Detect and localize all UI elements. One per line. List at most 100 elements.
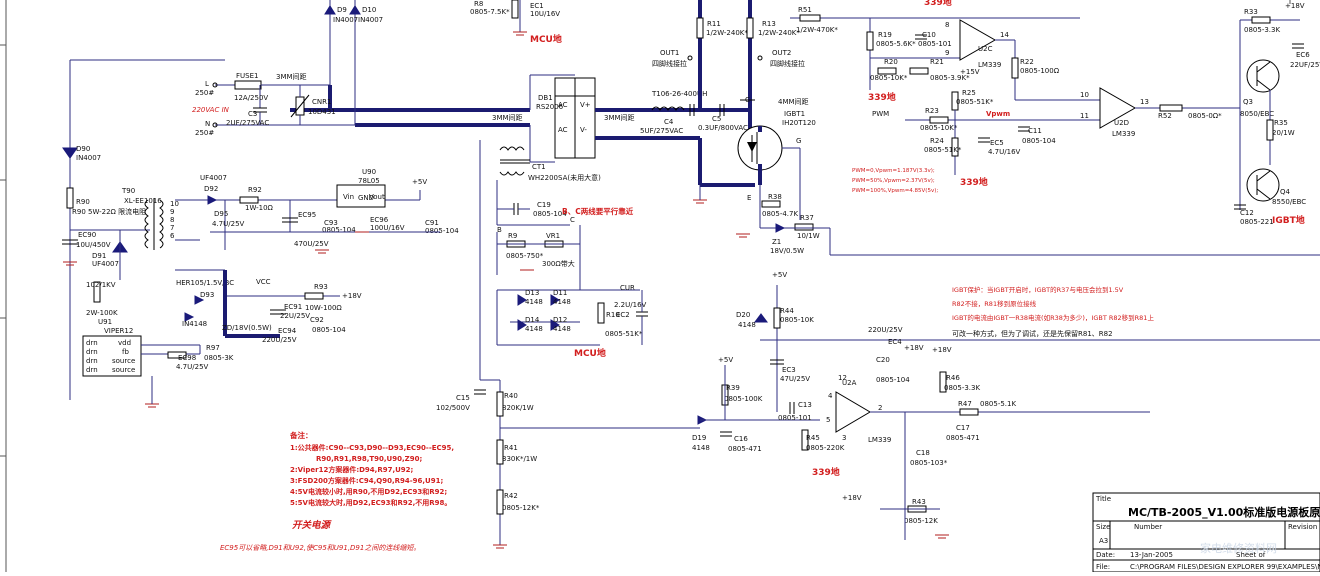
note-3: 3:FSD200方案器件:C94,Q90,R94-96,U91; bbox=[290, 476, 443, 485]
note-5: 5:5V电流较大时,用D92,EC93和R92,不用R98。 bbox=[290, 498, 451, 507]
d93-ref: D93 bbox=[200, 291, 214, 299]
r97-val: 0805-3K bbox=[204, 354, 234, 362]
c13-ref: C13 bbox=[798, 401, 812, 409]
r39-val: 0805-100K bbox=[724, 395, 763, 403]
gap1: 3MM间距 bbox=[276, 73, 307, 81]
d90-ref: D90 bbox=[76, 145, 90, 153]
d94-val: ZD/18V(0.5W) bbox=[222, 324, 272, 332]
r41-ref: R41 bbox=[504, 444, 518, 452]
igbt-emitter-label: E bbox=[747, 194, 751, 202]
cnr-ref: CNR1 bbox=[312, 98, 331, 106]
ec91-val: 22U/25V bbox=[280, 312, 310, 320]
r92-ref: R92 bbox=[248, 186, 262, 194]
pwm-note-1: PWM=0,Vpwm=1.187V(3.3v); bbox=[852, 168, 935, 174]
c19-ref: C19 bbox=[537, 201, 551, 209]
cnr-val: 10D431 bbox=[308, 108, 336, 116]
note-igbt-1: IGBT保护：当IGBT开启时，IGBT的R37与电压会拉到1.5V bbox=[952, 285, 1124, 294]
ec98-ref: EC98 bbox=[178, 354, 196, 362]
ec95-ref: EC95 bbox=[298, 211, 316, 219]
u2a-pin3: 3 bbox=[842, 434, 846, 442]
u91-val: VIPER12 bbox=[104, 327, 133, 335]
gap2: 3MM间距 bbox=[492, 114, 523, 122]
c19-val: 0805-104 bbox=[533, 210, 567, 218]
c15-val: 102/500V bbox=[436, 404, 470, 412]
c11-ref: C11 bbox=[1028, 127, 1042, 135]
r40-ref: R40 bbox=[504, 392, 518, 400]
u91-pin-source2: source bbox=[112, 366, 135, 374]
protection-comparator: D19 4148 +5V R39 0805-100K C16 0805-471 … bbox=[692, 271, 1320, 540]
ct-b-label: B bbox=[497, 226, 502, 234]
d9-diode bbox=[324, 5, 336, 15]
c91-ref: C91 bbox=[425, 219, 439, 227]
u2a-pin5: 5 bbox=[826, 416, 830, 424]
d14-val: 4148 bbox=[525, 325, 543, 333]
db1-pin-vm: V- bbox=[580, 126, 587, 134]
u90-vin: Vin bbox=[343, 193, 354, 201]
u2c-pin8: 8 bbox=[945, 21, 949, 29]
r8-ref: R8 bbox=[474, 0, 483, 8]
u91-pin-drn3: drn bbox=[86, 357, 98, 365]
c15-ref: C15 bbox=[456, 394, 470, 402]
choke-ref: T106-26-400UH bbox=[651, 90, 707, 98]
r90-ref: R90 bbox=[76, 198, 90, 206]
out2-desc: 四脚线接拉 bbox=[770, 59, 805, 68]
u2c-v15: +15V bbox=[960, 68, 980, 76]
ec90-ref: EC90 bbox=[78, 231, 96, 239]
d95-ref: D95 bbox=[214, 210, 228, 218]
d20-ref: D20 bbox=[736, 311, 750, 319]
c12-val: 0805-221 bbox=[1240, 218, 1274, 226]
u2a-pin2: 2 bbox=[878, 404, 882, 412]
vpwm-label: Vpwm bbox=[986, 110, 1010, 118]
title-block: Title MC/TB-2005_V1.00标准版电源板原 Size A3 Nu… bbox=[1092, 492, 1320, 573]
N-conn: 250# bbox=[195, 129, 214, 137]
t90-pin7: 7 bbox=[170, 224, 174, 232]
u91-viper12 bbox=[82, 335, 142, 377]
fuse-ref: FUSE1 bbox=[236, 72, 258, 80]
r10-val: 0805-51K* bbox=[605, 330, 643, 338]
r93-ref: R93 bbox=[314, 283, 328, 291]
voltage-divider: C15 102/500V R40 820K/1W R41 330K*/1W R4… bbox=[436, 140, 700, 549]
r20-val: 0805-10K* bbox=[870, 74, 908, 82]
watermark-text: 家电维修资料网 bbox=[1200, 541, 1277, 555]
out2-label: OUT2 bbox=[772, 49, 791, 57]
r52-ref: R52 bbox=[1158, 112, 1172, 120]
u90-vout: Vout bbox=[369, 193, 385, 201]
current-transformer: CT1 WH2200SA(未用大意) C19 0805-104 B、C两线要平行… bbox=[496, 146, 634, 290]
cur-label: CUR bbox=[620, 284, 635, 292]
comp2-v18b: +18V bbox=[904, 344, 924, 352]
gnd-339-c: 339地 bbox=[960, 176, 988, 188]
q4-transistor bbox=[1246, 168, 1280, 202]
d90-val: IN4007 bbox=[76, 154, 101, 162]
r11-ref: R11 bbox=[707, 20, 721, 28]
sense-comparator: R51 1/2W-470K* R19 0805-5.6K* C10 0805-1… bbox=[790, 0, 1100, 194]
u2c-pin14: 14 bbox=[1000, 31, 1009, 39]
r35-ref: R35 bbox=[1274, 119, 1288, 127]
d91-val: UF4007 bbox=[92, 260, 119, 268]
ec4-val: 220U/25V bbox=[868, 326, 903, 334]
aux-v18: +18V bbox=[342, 292, 362, 300]
psu-note: EC95可以省略,D91和U92,使C95和U91,D91之间的连线缩短。 bbox=[220, 544, 420, 552]
r52-val: 0805-0Ω* bbox=[1188, 112, 1222, 120]
r92-val: 1W-10Ω bbox=[245, 204, 274, 212]
notes-title: 备注： bbox=[289, 430, 313, 440]
d19-ref: D19 bbox=[692, 434, 706, 442]
r21-ref: R21 bbox=[930, 58, 944, 66]
c20-ref: C20 bbox=[876, 356, 890, 364]
q3-transistor bbox=[1246, 59, 1280, 93]
ec98-val: 4.7U/25V bbox=[176, 363, 209, 371]
u2c-val: LM339 bbox=[978, 61, 1001, 69]
t90-pin6: 6 bbox=[170, 232, 175, 240]
ec5-val: 4.7U/16V bbox=[988, 148, 1021, 156]
r43-ref: R43 bbox=[912, 498, 926, 506]
u90-val: 78L05 bbox=[358, 177, 380, 185]
gnd-339-a: 339地 bbox=[868, 91, 896, 103]
ec3-ref: EC3 bbox=[782, 366, 796, 374]
d13-val: 4148 bbox=[525, 298, 543, 306]
u2c-opamp bbox=[959, 19, 997, 61]
r51-ref: R51 bbox=[798, 6, 812, 14]
c16-val: 0805-471 bbox=[728, 445, 762, 453]
c3-ref: C3 bbox=[248, 110, 257, 118]
db1-ref: DB1 bbox=[538, 94, 553, 102]
r23-val: 0805-10K* bbox=[920, 124, 958, 132]
